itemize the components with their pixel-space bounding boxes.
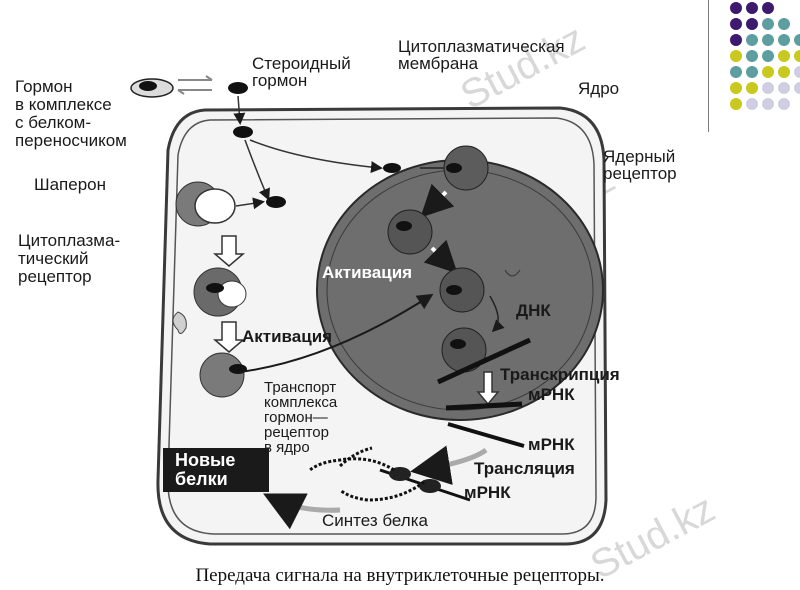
chaperone [194,188,236,224]
decor-dot [778,98,790,110]
decor-dot [746,98,758,110]
decor-dot [762,2,774,14]
label-mrna-1: мРНК [528,385,575,404]
down-arrow-cyto-2 [212,321,246,353]
decor-dot [730,18,742,30]
decor-dot [762,34,774,46]
cell-membrane-inner [167,117,597,535]
decor-dot [730,50,742,62]
decor-dot [778,50,790,62]
decor-dot [730,82,742,94]
dna-strand [436,337,532,385]
label-nucleus: Ядро [578,79,620,98]
nuclear-receptor-bound [387,209,433,255]
chaperone-released [172,311,187,334]
decor-dot [794,34,800,46]
mrna-nuclear [445,401,523,411]
ribosome-2 [419,479,441,493]
protein-chain-2 [339,480,425,502]
decor-dot [730,2,742,14]
label-steroid-hormone: Стероидный гормон [252,54,351,90]
label-translation: Трансляция [474,459,575,478]
hormone-dot [139,81,157,91]
chaperone-detaching [217,280,247,308]
cyto-receptor-active [199,352,245,398]
decor-dot [746,34,758,46]
decor-dot [778,66,790,78]
figure-caption: Передача сигнала на внутриклеточные реце… [195,565,605,586]
label-mrna-2: мРНК [528,435,575,454]
decor-dot [730,98,742,110]
decor-dot [746,2,758,14]
decor-dot [746,66,758,78]
nuclear-arrow-1 [420,183,455,218]
hormone-in-nucleus [383,163,401,173]
label-mrna-3: мРНК [464,483,511,502]
label-hormone-complex: Гормон в комплексе с белком- переносчико… [15,77,127,150]
label-transcription: Транскрипция [500,365,620,384]
decor-dot [762,66,774,78]
label-chaperone: Шаперон [34,175,106,194]
decor-dot [778,82,790,94]
decor-dot [730,34,742,46]
decor-dot [794,66,800,78]
label-dna: ДНК [516,301,551,320]
label-membrane: Цитоплазматическая мембрана [398,37,565,73]
ribosome-1 [389,467,411,481]
label-nuclear-receptor: Ядерный рецептор [603,147,677,183]
protein-chain-1 [309,457,395,472]
label-transport: Транспорт комплекса гормон— рецептор в я… [264,379,338,456]
free-hormone [228,82,248,94]
decor-dot [762,98,774,110]
decorative-divider [708,0,709,132]
transcription-arrow [476,371,500,406]
decor-dot [778,18,790,30]
decor-dot [746,50,758,62]
decor-dot [778,34,790,46]
decor-dot [762,50,774,62]
equilibrium-arrows [177,75,213,95]
label-cyto-receptor: Цитоплазма- тический рецептор [18,231,121,286]
decor-dot [794,82,800,94]
decor-dot [730,66,742,78]
decor-dot [762,82,774,94]
decor-dot [746,82,758,94]
nuclear-arrow-2 [423,239,458,274]
new-proteins-box: Новые белки [163,448,269,492]
down-arrow-cyto-1 [212,235,246,267]
label-activation-cyto: Активация [242,327,333,346]
decor-dot [746,18,758,30]
label-protein-synthesis: Синтез белка [322,511,428,530]
decorative-dot-grid [730,2,800,110]
hormone-inside [233,126,253,138]
label-activation-nuclear: Активация [322,263,413,282]
mrna-exported [447,422,525,448]
decor-dot [794,50,800,62]
hormone-near-receptor [266,196,286,208]
decor-dot [762,18,774,30]
